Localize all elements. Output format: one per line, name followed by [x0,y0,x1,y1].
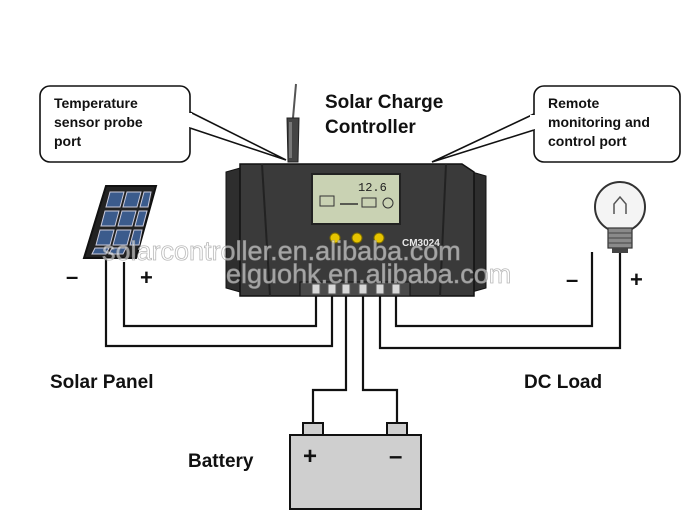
lightbulb-icon [594,181,646,253]
controller-button-middle [351,232,363,244]
callout-right-line1: Remote [548,95,600,111]
wire-battery-positive [311,296,348,423]
callout-right-line3: control port [548,133,627,149]
battery-minus-sign: – [389,443,402,470]
charge-controller: 12.6 CM3024 [225,163,487,297]
title-line2: Controller [325,117,416,138]
battery-icon [289,422,422,510]
solar-panel-label: Solar Panel [50,372,154,393]
watermark-line1: solarcontroller.en.alibaba.com [102,236,461,266]
battery-label: Battery [188,451,254,472]
callout-remote-monitoring: Remote monitoring and control port [431,85,681,163]
wire-battery-negative [361,296,399,423]
panel-minus-sign: – [66,264,78,289]
wire-panel-negative [104,258,334,348]
watermark-line2: elguohk.en.alibaba.com [226,259,511,289]
load-minus-sign: – [566,267,578,292]
wire-panel-positive [122,262,318,328]
callout-left-line1: Temperature [54,95,138,111]
wire-load-negative [394,252,594,328]
callout-left-line3: port [54,133,82,149]
lcd-screen [311,173,401,225]
model-text: CM3024 [402,238,440,249]
temperature-probe [286,83,300,163]
load-plus-sign: + [630,267,643,292]
solar-panel-icon [82,185,158,259]
panel-plus-sign: + [140,265,153,290]
callout-right-line2: monitoring and [548,114,650,130]
battery-plus-sign: + [303,443,317,470]
wires [104,252,622,423]
dc-load-label: DC Load [524,372,602,393]
controller-button-left [329,232,341,244]
title-line1: Solar Charge [325,92,443,113]
wire-load-positive [378,252,622,350]
controller-button-right [373,232,385,244]
callout-left-line2: sensor probe [54,114,143,130]
lcd-reading: 12.6 [358,181,387,195]
callout-temperature-sensor: Temperature sensor probe port [39,85,287,163]
